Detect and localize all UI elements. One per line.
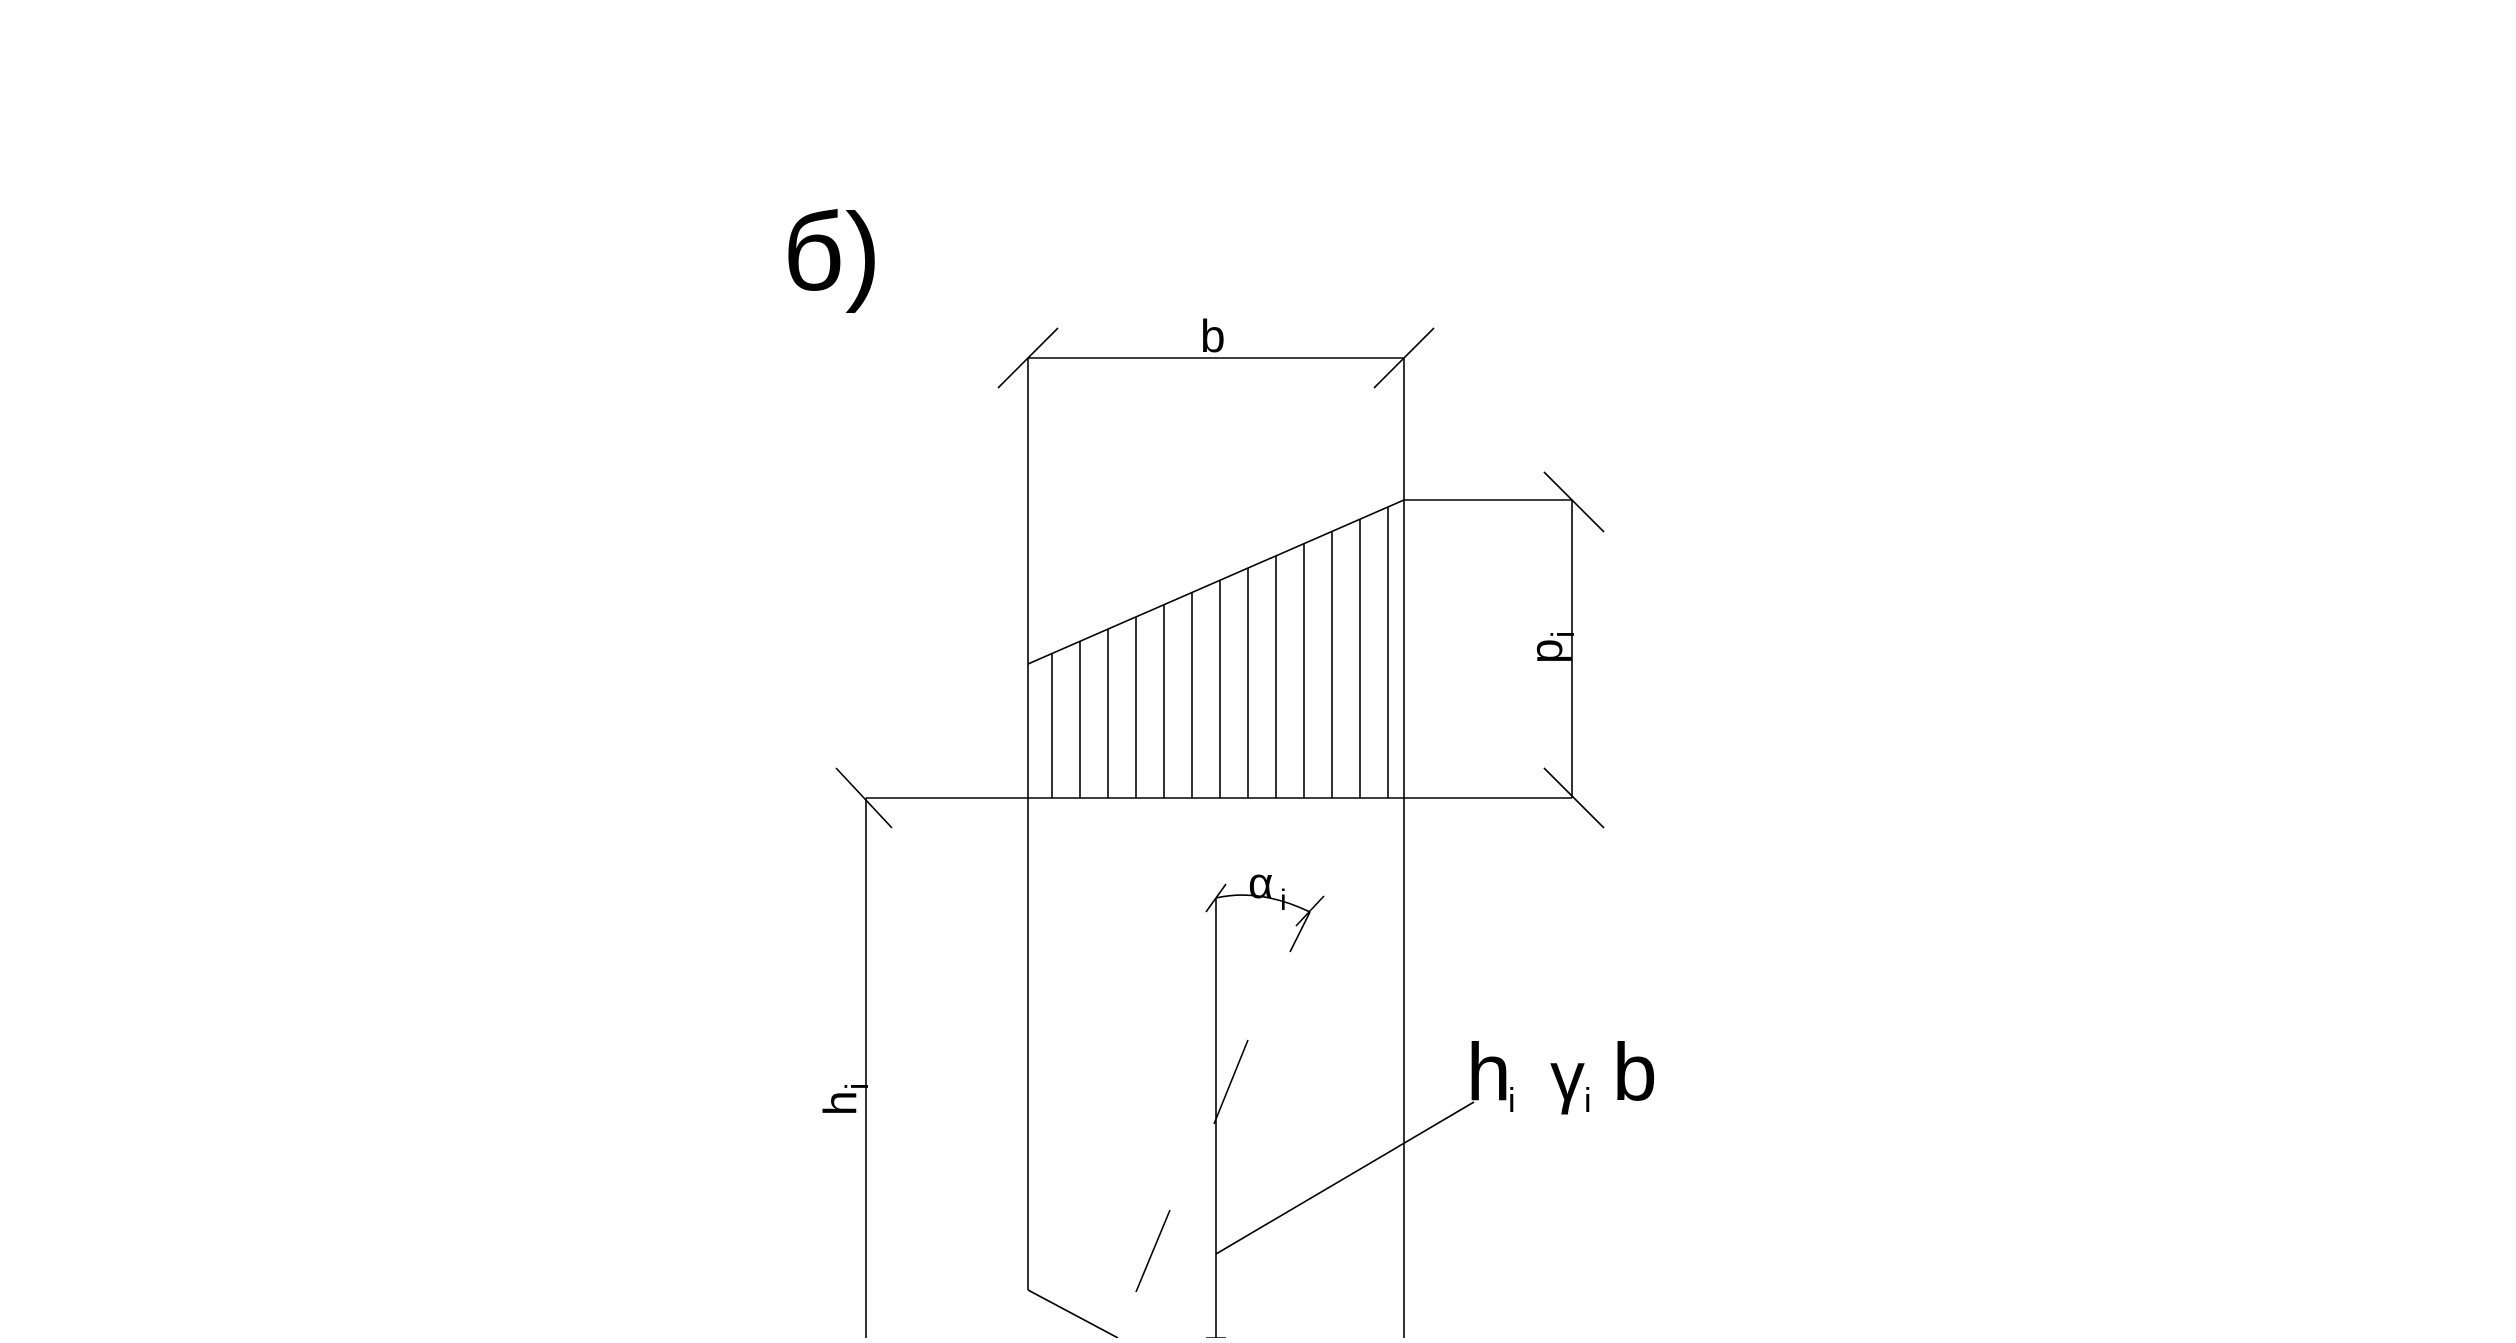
- force-label-b: b: [1612, 1027, 1658, 1118]
- pressure-dimension-label: p i: [1520, 631, 1581, 664]
- slip-line-segment-lower: [1135, 1209, 1171, 1293]
- pressure-label-sub: i: [1545, 631, 1581, 638]
- angle-arc: [1215, 894, 1311, 913]
- pressure-diagram-slope: [1027, 499, 1405, 665]
- force-leader-line: [1215, 1101, 1475, 1255]
- panel-label: б): [782, 191, 882, 314]
- angle-inclined-ray: [1289, 911, 1311, 953]
- slip-line-segment-upper: [1213, 1039, 1249, 1125]
- pressure-label-main: p: [1520, 638, 1572, 664]
- angle-tick-right: [1295, 895, 1325, 927]
- section-bottom-slant: [1027, 1289, 1119, 1339]
- angle-label-main: α: [1248, 859, 1273, 908]
- base-line-tick-left: [835, 767, 893, 829]
- force-label-gamma: γ: [1550, 1037, 1585, 1115]
- force-label-h-sub: i: [1508, 1082, 1516, 1120]
- pressure-diagram-hatching: [1051, 506, 1389, 798]
- force-label: h i γ i b: [1466, 1027, 1658, 1120]
- height-label-sub: i: [839, 1083, 875, 1090]
- angle-tick-left: [1205, 883, 1227, 913]
- height-label-main: h: [814, 1090, 866, 1116]
- force-label-h: h: [1466, 1027, 1512, 1118]
- pressure-dimension-tick-bottom: [1543, 767, 1605, 829]
- pressure-dimension-tick-top: [1543, 471, 1605, 533]
- width-dimension-label: b: [1200, 310, 1226, 362]
- height-dimension-label: h i: [814, 1083, 875, 1116]
- angle-label-sub: i: [1280, 884, 1287, 917]
- force-label-gamma-sub: i: [1584, 1082, 1592, 1120]
